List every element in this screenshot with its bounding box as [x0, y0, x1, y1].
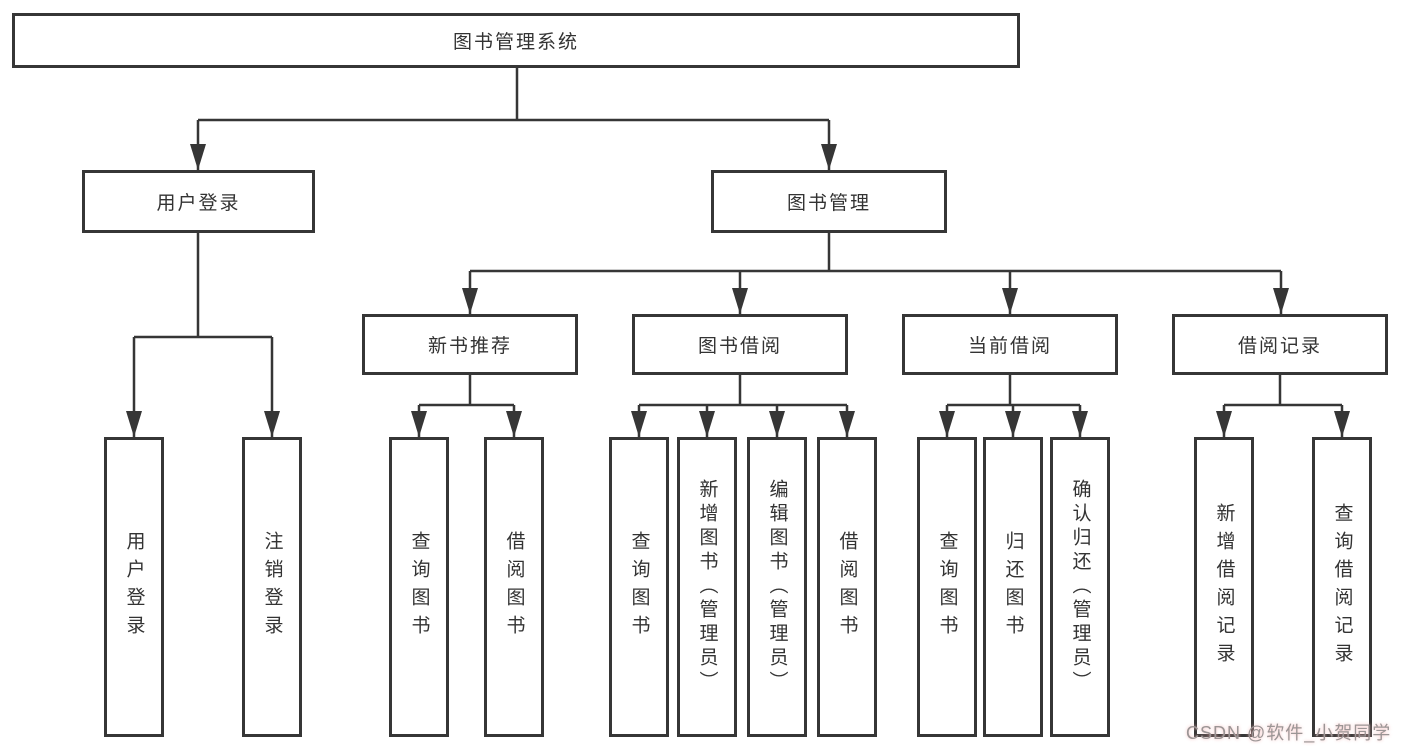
leaf-return-books: 归还图书 [983, 437, 1043, 737]
leaf-logout: 注销登录 [242, 437, 302, 737]
node-new-book-recommendation: 新书推荐 [362, 314, 578, 375]
node-current-borrowing: 当前借阅 [902, 314, 1118, 375]
leaf-borrow-books-2: 借阅图书 [817, 437, 877, 737]
leaf-borrow-books-1: 借阅图书 [484, 437, 544, 737]
node-new-book-recommendation-label: 新书推荐 [427, 336, 512, 357]
leaf-query-books-2: 查询图书 [609, 437, 669, 737]
leaf-add-books-admin: 新增图书（管理员） [677, 437, 737, 737]
leaf-query-books-1: 查询图书 [389, 437, 449, 737]
leaf-add-borrow-record: 新增借阅记录 [1194, 437, 1254, 737]
csdn-watermark: CSDN @软件_小贺同学 [1186, 723, 1392, 743]
leaf-query-books-3: 查询图书 [917, 437, 977, 737]
node-borrowing-records-label: 借阅记录 [1237, 336, 1322, 357]
node-borrowing-records: 借阅记录 [1172, 314, 1388, 375]
node-current-borrowing-label: 当前借阅 [967, 336, 1052, 357]
node-book-borrowing-label: 图书借阅 [697, 336, 782, 357]
leaf-query-borrow-record: 查询借阅记录 [1312, 437, 1372, 737]
node-user-login: 用户登录 [82, 170, 315, 233]
node-book-management: 图书管理 [711, 170, 947, 233]
node-user-login-label: 用户登录 [156, 193, 241, 214]
node-root: 图书管理系统 [12, 13, 1020, 68]
node-book-borrowing: 图书借阅 [632, 314, 848, 375]
node-book-management-label: 图书管理 [786, 193, 871, 214]
leaf-confirm-return-admin: 确认归还（管理员） [1050, 437, 1110, 737]
node-root-label: 图书管理系统 [452, 32, 579, 53]
leaf-user-login: 用户登录 [104, 437, 164, 737]
leaf-edit-books-admin: 编辑图书（管理员） [747, 437, 807, 737]
